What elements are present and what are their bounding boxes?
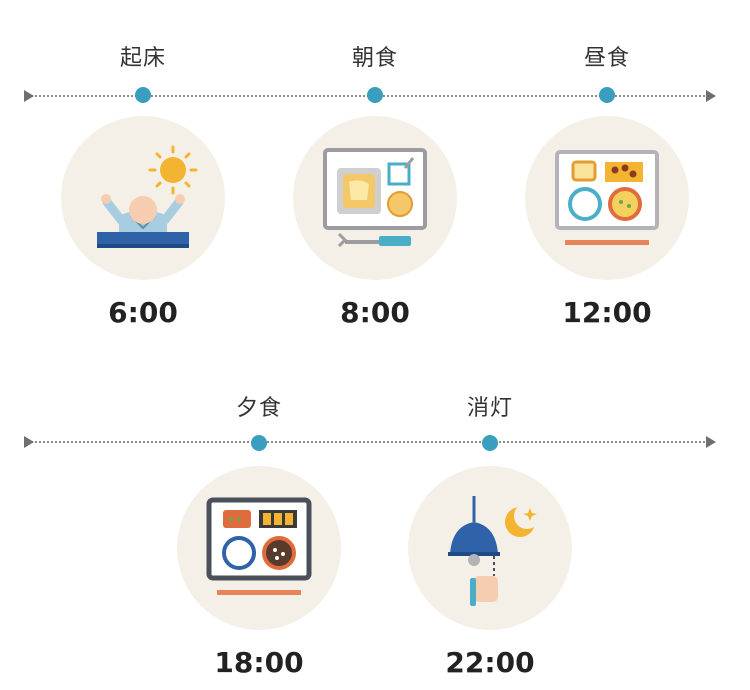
icon-circle [525,116,689,280]
dinner-tray-icon [206,497,312,595]
timeline-end-arrow-icon [706,436,716,448]
event-time: 6:00 [108,296,178,329]
timeline-start-arrow-icon [24,90,34,102]
timeline-dot [251,435,267,451]
event-label: 夕食 [235,396,282,421]
event-time: 12:00 [562,296,652,329]
icon-circle [61,116,225,280]
timeline-dot [599,87,615,103]
wake-up-icon [97,145,198,248]
event-time: 8:00 [340,296,410,329]
icon-circle [408,466,572,630]
event-label: 起床 [119,46,166,71]
event-label: 消灯 [466,396,513,421]
icon-circle [293,116,457,280]
timeline-line [28,441,712,443]
timeline-dot [367,87,383,103]
timeline-start-arrow-icon [24,436,34,448]
lights-out-icon [448,496,540,606]
event-label: 朝食 [351,46,398,71]
event-time: 22:00 [445,646,535,679]
event-label: 昼食 [583,46,630,71]
timeline-dot [482,435,498,451]
lunch-tray-icon [555,150,659,245]
event-time: 18:00 [214,646,304,679]
breakfast-tray-icon [323,148,427,248]
icon-circle [177,466,341,630]
timeline-dot [135,87,151,103]
timeline-end-arrow-icon [706,90,716,102]
